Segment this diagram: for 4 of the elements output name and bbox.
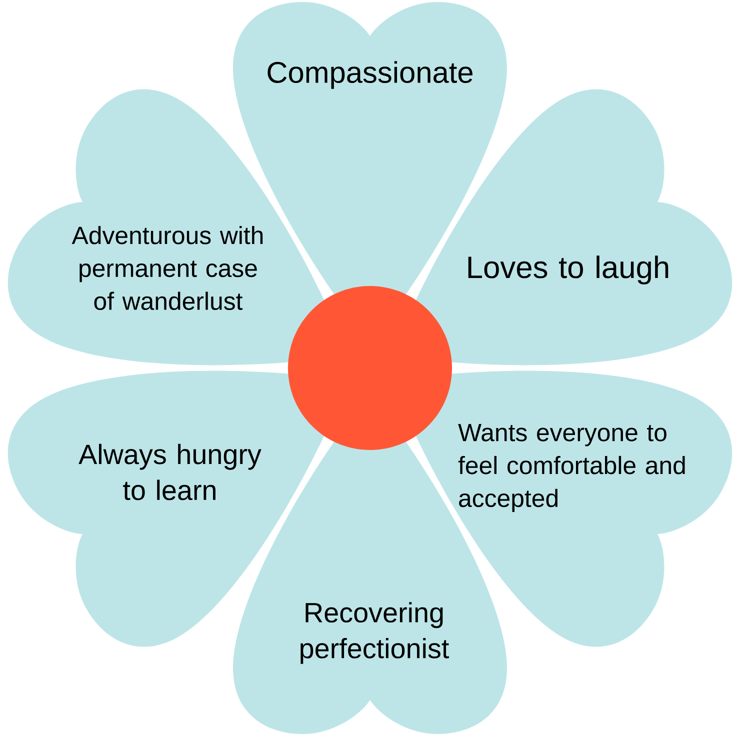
heart-petal: Loves to laugh xyxy=(392,89,732,366)
center-circle xyxy=(288,286,452,450)
node-label: Compassionate xyxy=(268,61,472,89)
heart-petal: Adventurous with permanent case of wanderlust xyxy=(8,89,348,366)
